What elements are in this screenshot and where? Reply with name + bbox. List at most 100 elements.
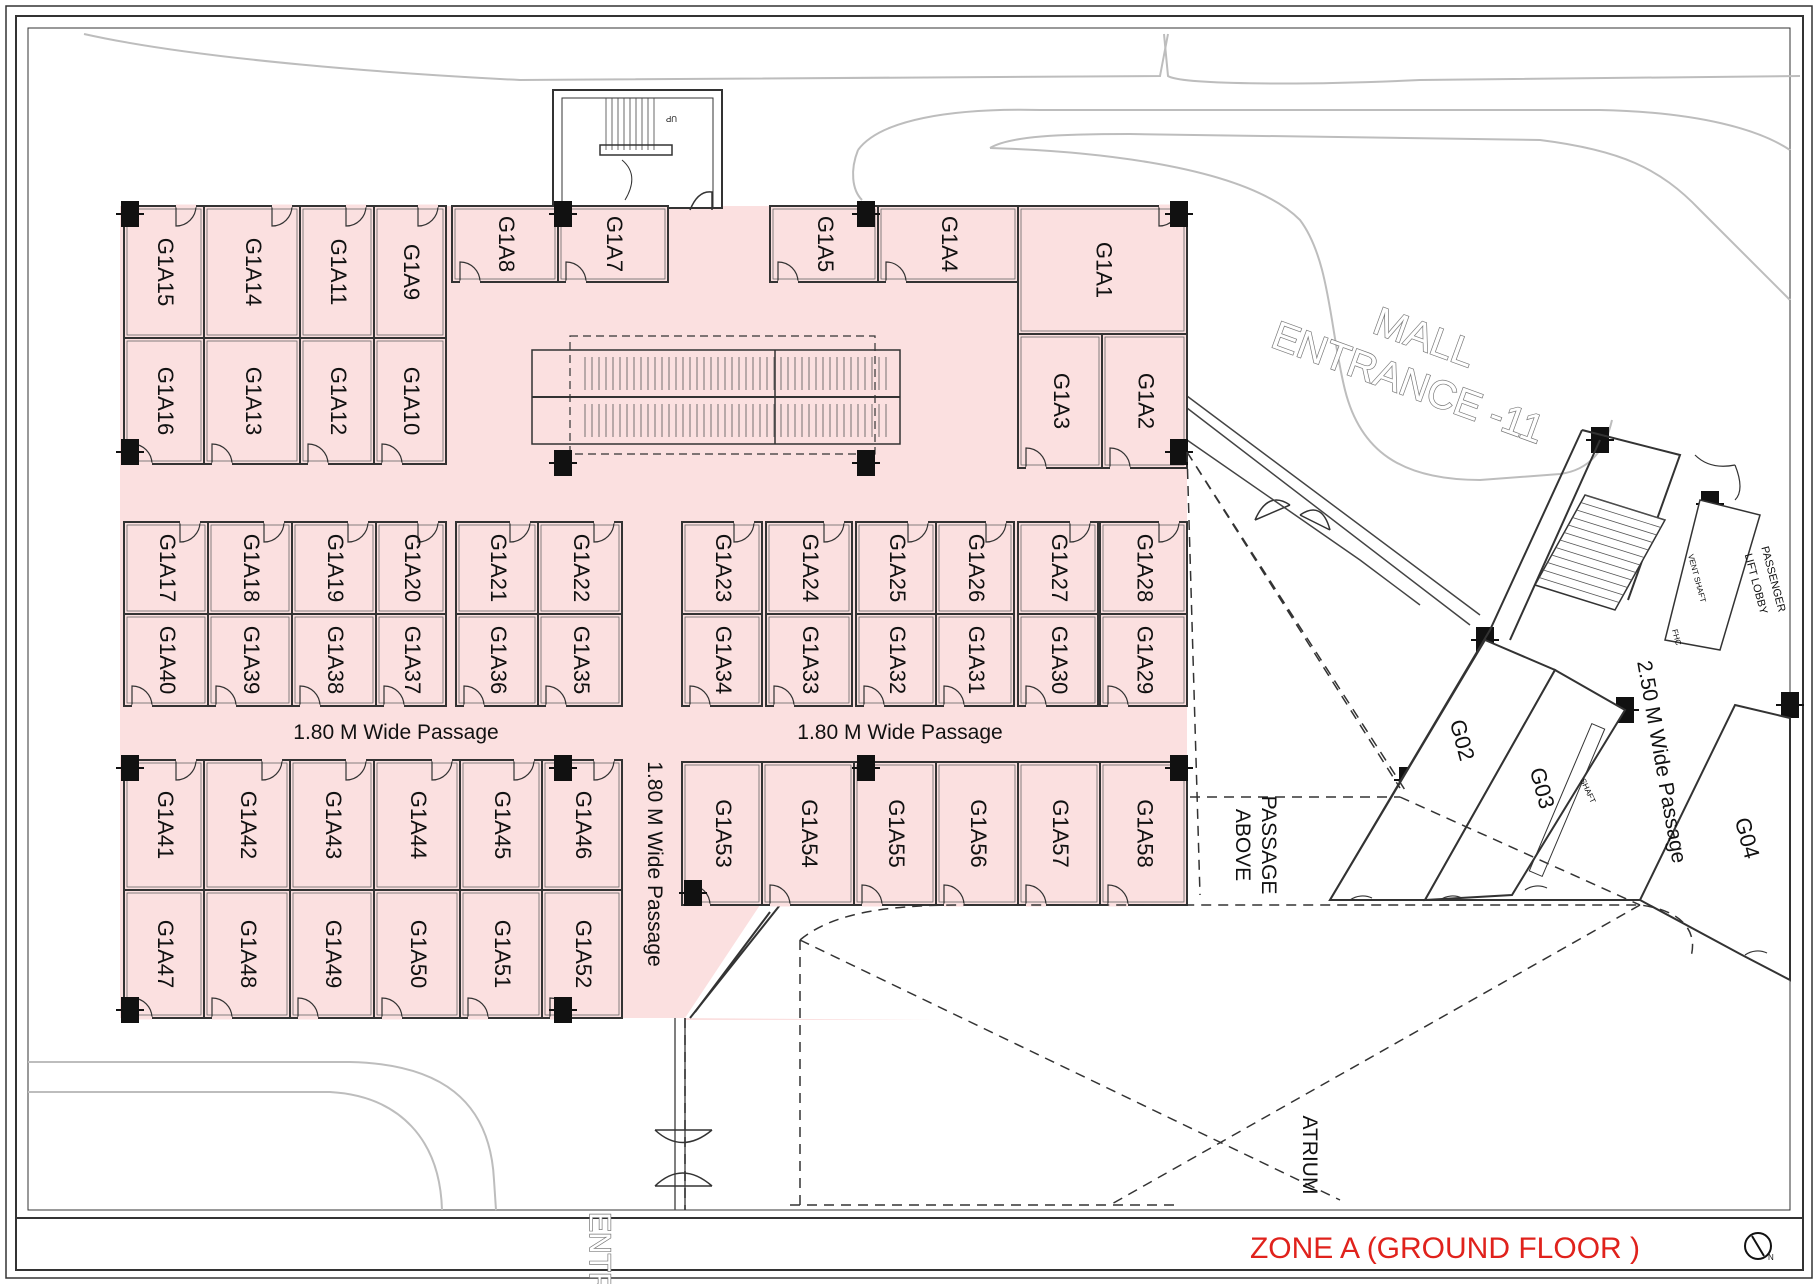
unit-label: G1A10 [399, 367, 424, 436]
unit-g1a7[interactable]: G1A7 [557, 205, 669, 284]
door-swing-icon [1069, 521, 1091, 543]
unit-g1a57[interactable]: G1A57 [1017, 761, 1101, 907]
door-swing-icon [1439, 895, 1463, 901]
stair-landing [599, 144, 673, 156]
unit-g1a28[interactable]: G1A28 [1099, 520, 1188, 615]
unit-g1a36[interactable]: G1A36 [455, 613, 539, 708]
unit-wall-inner [880, 208, 1016, 280]
door-swing-icon [211, 443, 233, 465]
unit-g1a40[interactable]: G1A40 [123, 613, 209, 708]
unit-g1a18[interactable]: G1A18 [207, 520, 293, 615]
door-swing-icon [383, 685, 405, 707]
unit-g03[interactable]: G03 [1423, 668, 1627, 902]
unit-g1a31[interactable]: G1A31 [935, 613, 1015, 708]
unit-g1a24[interactable]: G1A24 [765, 520, 853, 615]
unit-wall [1017, 613, 1099, 707]
unit-g1a14[interactable]: G1A14 [203, 204, 301, 339]
svg-text:N: N [1768, 1253, 1774, 1262]
unit-g1a58[interactable]: G1A58 [1099, 761, 1188, 907]
unit-label: G1A52 [571, 920, 596, 989]
unit-g1a4[interactable]: G1A4 [877, 205, 1019, 284]
unit-label: G1A34 [711, 626, 736, 695]
unit-g1a22[interactable]: G1A22 [537, 520, 623, 615]
road-outline-top [83, 33, 1169, 82]
unit-g1a41[interactable]: G1A41 [123, 758, 205, 891]
unit-g1a49[interactable]: G1A49 [289, 889, 375, 1020]
unit-g1a33[interactable]: G1A33 [765, 613, 853, 708]
unit-g1a11[interactable]: G1A11 [299, 204, 375, 339]
unit-g1a3[interactable]: G1A3 [1017, 333, 1103, 470]
unit-g1a13[interactable]: G1A13 [203, 337, 301, 466]
unit-g1a37[interactable]: G1A37 [375, 613, 447, 708]
unit-g1a42[interactable]: G1A42 [203, 758, 291, 891]
unit-g1a39[interactable]: G1A39 [207, 613, 293, 708]
door-swing-icon [417, 205, 439, 227]
unit-g1a25[interactable]: G1A25 [855, 520, 937, 615]
unit-g1a44[interactable]: G1A44 [373, 758, 461, 891]
unit-g1a12[interactable]: G1A12 [299, 337, 375, 466]
unit-g04[interactable]: G04 [1638, 703, 1791, 982]
site-outlines [28, 33, 1801, 1211]
unit-wall-inner [462, 892, 540, 1016]
unit-wall-inner [462, 762, 540, 888]
unit-wall-inner [206, 762, 288, 888]
unit-g1a38[interactable]: G1A38 [291, 613, 377, 708]
wing-stair-tread [1555, 547, 1636, 573]
unit-g1a46[interactable]: G1A46 [541, 758, 623, 891]
unit-wall [203, 889, 291, 1019]
unit-g1a54[interactable]: G1A54 [761, 761, 855, 907]
road-outline-curve-2 [989, 132, 1791, 301]
unit-g1a55[interactable]: G1A55 [853, 761, 937, 907]
unit-wall-inner [1020, 616, 1096, 704]
unit-g1a19[interactable]: G1A19 [291, 520, 377, 615]
unit-label: G1A4 [937, 216, 962, 272]
unit-wall-inner [206, 340, 298, 462]
unit-label: G1A48 [236, 920, 261, 989]
door-swing-icon [1524, 885, 1548, 891]
unit-label: G1A26 [964, 534, 989, 603]
unit-g1a9[interactable]: G1A9 [373, 204, 447, 339]
unit-g1a51[interactable]: G1A51 [459, 889, 543, 1020]
unit-wall-inner [772, 208, 876, 280]
door-swing-icon [307, 443, 329, 465]
unit-g1a2[interactable]: G1A2 [1101, 333, 1188, 470]
unit-g1a20[interactable]: G1A20 [375, 520, 447, 615]
unit-g1a45[interactable]: G1A45 [459, 758, 543, 891]
unit-label: G1A18 [239, 534, 264, 603]
unit-label: G1A56 [966, 799, 991, 868]
unit-g1a35[interactable]: G1A35 [537, 613, 623, 708]
unit-g1a26[interactable]: G1A26 [935, 520, 1015, 615]
unit-g1a29[interactable]: G1A29 [1099, 613, 1188, 708]
stair-curve [621, 159, 633, 201]
unit-wall-inner [206, 208, 298, 336]
unit-g1a10[interactable]: G1A10 [373, 337, 447, 466]
unit-g1a8[interactable]: G1A8 [451, 205, 559, 284]
unit-g1a23[interactable]: G1A23 [681, 520, 763, 615]
unit-label: G1A3 [1049, 373, 1074, 429]
lift-door-icon [1694, 454, 1741, 501]
wing-stair-tread [1551, 554, 1632, 581]
unit-g1a30[interactable]: G1A30 [1017, 613, 1099, 708]
unit-g1a50[interactable]: G1A50 [373, 889, 461, 1020]
wing-stair-tread [1547, 562, 1628, 588]
unit-g1a27[interactable]: G1A27 [1017, 520, 1099, 615]
unit-wall-inner [1020, 764, 1098, 903]
unit-g1a34[interactable]: G1A34 [681, 613, 763, 708]
unit-g1a32[interactable]: G1A32 [855, 613, 937, 708]
door-swing-icon [513, 759, 535, 781]
unit-g1a56[interactable]: G1A56 [935, 761, 1019, 907]
unit-g1a43[interactable]: G1A43 [289, 758, 375, 891]
unit-g1a48[interactable]: G1A48 [203, 889, 291, 1020]
road-outline-bottom-left [28, 1061, 497, 1211]
unit-g1a52[interactable]: G1A52 [541, 889, 623, 1020]
unit-wall [291, 521, 377, 615]
unit-g1a17[interactable]: G1A17 [123, 520, 209, 615]
unit-g1a15[interactable]: G1A15 [123, 204, 205, 339]
unit-g1a47[interactable]: G1A47 [123, 889, 205, 1020]
atrium-edge [1399, 796, 1641, 906]
unit-g1a1[interactable]: G1A1 [1017, 204, 1188, 335]
unit-g1a21[interactable]: G1A21 [455, 520, 539, 615]
unit-label: G1A31 [964, 626, 989, 695]
stair-core-top: UP [552, 89, 723, 211]
door-swing-icon [769, 884, 791, 906]
